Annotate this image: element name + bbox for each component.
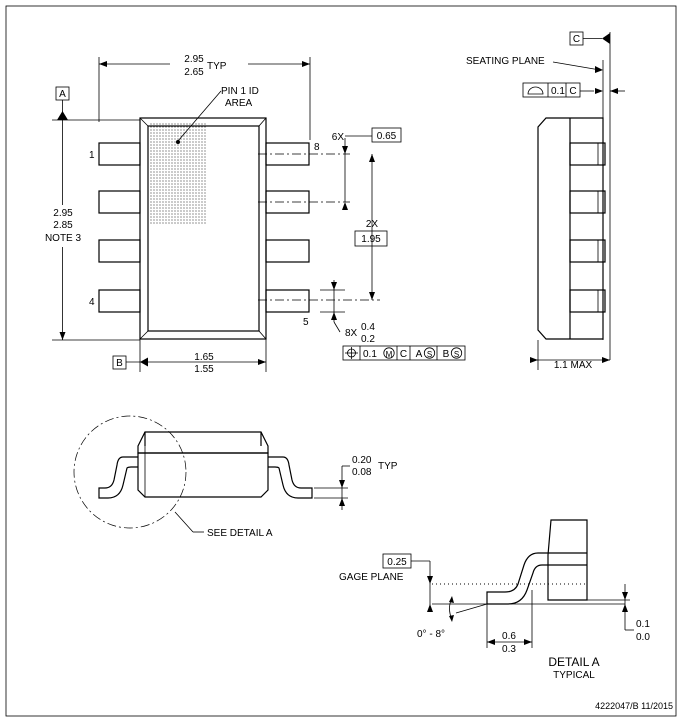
lead-width-max: 0.4 <box>361 322 375 333</box>
package-body <box>139 117 267 340</box>
side-body <box>537 117 604 340</box>
pin-4-label: 4 <box>89 297 95 308</box>
seating-plane-label: SEATING PLANE <box>466 56 545 67</box>
lead-thickness-min: 0.08 <box>352 467 372 478</box>
side-view: C SEATING PLANE 0.1 C <box>466 31 625 371</box>
gage-value: 0.25 <box>387 557 407 568</box>
flatness-datum: C <box>569 86 576 97</box>
front-view: SEE DETAIL A 0.20 0.08 TYP <box>73 415 398 539</box>
tolerance-datum-a: A <box>416 349 423 360</box>
detail-a-subtitle: TYPICAL <box>553 670 595 681</box>
datum-b-label: B <box>116 358 123 369</box>
modifier-s-label-b: S <box>454 350 459 359</box>
position-tolerance-icon <box>345 347 358 359</box>
pin1-id-area <box>149 122 206 225</box>
detail-body <box>547 519 588 601</box>
front-lead-left <box>98 456 138 499</box>
modifier-s-icon <box>423 347 436 359</box>
pin-5-label: 5 <box>303 317 309 328</box>
detail-a-view: 0.25 GAGE PLANE 0° - 8° 0.6 0.3 0.1 0.0 … <box>339 519 650 681</box>
modifier-s-label-a: S <box>427 350 432 359</box>
pin1-area-label: AREA <box>225 98 253 109</box>
tolerance-datum-c: C <box>400 349 407 360</box>
lead-thickness-suffix: TYP <box>378 461 398 472</box>
angle-label: 0° - 8° <box>417 629 445 640</box>
flatness-value: 0.1 <box>551 86 565 97</box>
datum-b-box <box>112 355 127 370</box>
lead-left-4 <box>98 289 141 313</box>
detail-a-callout-circle <box>73 415 187 529</box>
modifier-m-icon <box>383 347 395 359</box>
foot-length-min: 0.3 <box>502 644 516 655</box>
lead-width-min: 0.2 <box>361 334 375 345</box>
modifier-m-label: M <box>386 350 393 359</box>
standoff-max: 0.1 <box>636 619 650 630</box>
datum-triangle-icon <box>602 33 610 44</box>
flatness-icon <box>527 86 544 95</box>
lead-right-5 <box>265 289 310 313</box>
lead-width-count: 8X <box>345 328 358 339</box>
body-width-min: 1.55 <box>194 364 214 375</box>
drawing-reference: 4222047/B 11/2015 <box>595 701 673 711</box>
datum-triangle-icon <box>57 111 68 120</box>
datum-a-label: A <box>59 89 66 100</box>
length-dim-note: NOTE 3 <box>45 233 82 244</box>
pitch-value-text: 0.65 <box>377 131 397 142</box>
width-dim-suffix: TYP <box>207 61 227 72</box>
tolerance-datum-b: B <box>443 349 450 360</box>
drawing-frame <box>5 5 677 717</box>
flatness-frame: 0.1 C <box>522 82 581 98</box>
width-dim-max: 2.95 <box>184 54 204 65</box>
modifier-s-icon <box>450 347 463 359</box>
length-dim-min: 2.85 <box>53 220 73 231</box>
position-tolerance-frame: 0.1 M C A S B S <box>342 345 466 361</box>
length-dim-max: 2.95 <box>53 208 73 219</box>
width-dim-min: 2.65 <box>184 67 204 78</box>
datum-c-label: C <box>573 34 580 45</box>
lead-thickness-max: 0.20 <box>352 455 372 466</box>
pin-1-label: 1 <box>89 150 95 161</box>
span-value: 1.95 <box>361 234 381 245</box>
lead-left-2 <box>98 190 141 214</box>
pin-8-label: 8 <box>314 142 320 153</box>
pitch-box <box>371 127 402 143</box>
pitch-count: 6X <box>332 132 345 143</box>
standoff-min: 0.0 <box>636 632 650 643</box>
detail-lead <box>486 552 546 605</box>
foot-length-max: 0.6 <box>502 631 516 642</box>
span-count: 2X <box>366 219 379 230</box>
span-box <box>354 230 388 247</box>
top-view: 2.95 2.65 TYP A 2.95 2.85 NOTE 3 PIN 1 I… <box>40 51 466 375</box>
see-detail-a-label: SEE DETAIL A <box>207 528 273 539</box>
front-lead-right <box>268 456 313 499</box>
position-tolerance-value: 0.1 <box>363 349 377 360</box>
lead-left-3 <box>98 239 141 263</box>
body-width-max: 1.65 <box>194 352 214 363</box>
detail-a-title: DETAIL A <box>548 655 599 669</box>
pin1-id-label: PIN 1 ID <box>221 86 259 97</box>
height-dim: 1.1 MAX <box>554 360 593 371</box>
lead-right-6 <box>265 239 310 263</box>
front-body <box>137 452 269 498</box>
lead-left-1 <box>98 142 141 166</box>
gage-plane-label: GAGE PLANE <box>339 572 404 583</box>
